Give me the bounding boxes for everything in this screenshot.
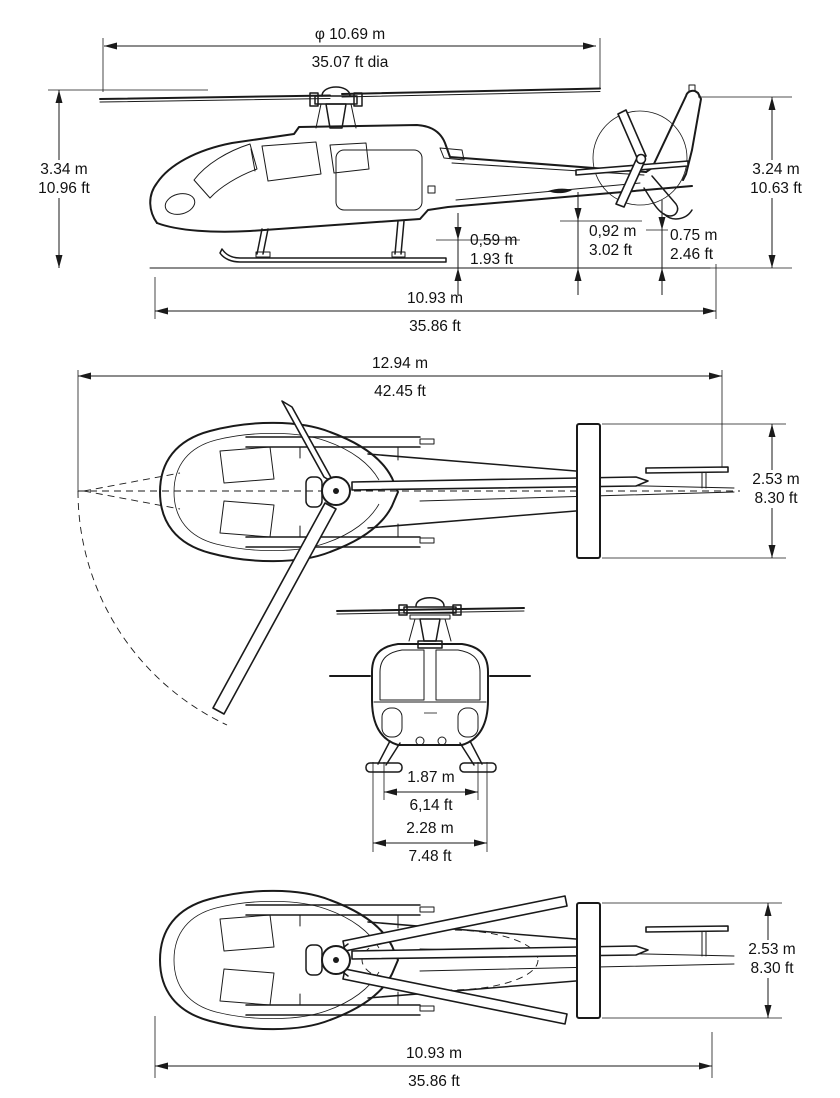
- dim-imperial: 10.96 ft: [38, 180, 90, 197]
- side-view-drawing: [48, 38, 792, 319]
- main-rotor-head: [309, 86, 363, 129]
- dim-stabilizer-span-top: 2.53 m 8.30 ft: [742, 470, 810, 508]
- rotor-sweep-arc: [77, 490, 228, 726]
- dim-metric: φ 10.69 m: [314, 26, 386, 43]
- dim-rotor-diameter: φ 10.69 m 35.07 ft dia: [270, 25, 430, 72]
- dim-clearance-boom: 0,92 m 3.02 ft: [589, 222, 636, 260]
- dim-imperial: 6,14 ft: [409, 797, 453, 814]
- dim-imperial: 10.63 ft: [750, 180, 802, 197]
- bottom-skids: [245, 904, 435, 1016]
- tail-rotor-disc: [592, 110, 688, 206]
- dim-tail-height: 3.24 m 10.63 ft: [732, 160, 820, 198]
- main-rotor-blades: [99, 87, 601, 103]
- dim-metric: 1.87 m: [407, 769, 455, 786]
- dim-overall-length-lines: [77, 370, 723, 492]
- tail-rotor-blade: [617, 109, 647, 161]
- dim-clearance-fuselage: 0,59 m 1.93 ft: [470, 231, 517, 269]
- dim-rotor-diameter-lines: [102, 38, 601, 92]
- tail-group: [575, 84, 702, 220]
- side-dim-lines: [48, 89, 792, 319]
- front-windows: [373, 649, 487, 738]
- bottom-fuselage: [159, 889, 735, 1031]
- tail-rotor-hub: [635, 153, 647, 165]
- bottom-rotor-blades: [339, 895, 649, 1025]
- top-fuselage: [159, 421, 735, 563]
- dim-fuselage-length-side: 10.93 m 35.86 ft: [335, 289, 535, 336]
- front-rotor: [336, 597, 525, 649]
- dim-clearance-tail: 0.75 m 2.46 ft: [668, 226, 720, 264]
- front-fuselage: [371, 643, 489, 746]
- dim-metric: 2.28 m: [406, 820, 454, 837]
- dim-metric: 0,59 m: [470, 232, 518, 249]
- dim-overall-height: 3.34 m 10.96 ft: [20, 160, 108, 198]
- dim-imperial: 7.48 ft: [408, 848, 452, 865]
- top-tail-rotor: [645, 466, 729, 489]
- bottom-tail-rotor: [645, 925, 729, 957]
- nose-window: [164, 193, 196, 215]
- side-fuselage: [149, 124, 693, 233]
- dim-length-bottom-lines: [154, 1016, 713, 1078]
- stabilizer-plan: [576, 902, 601, 1019]
- cabin-door: [335, 149, 423, 211]
- dim-imperial: 3.02 ft: [589, 242, 633, 259]
- dim-overall-width: 2.28 m 7.48 ft: [380, 819, 480, 866]
- dim-metric: 0.75 m: [670, 227, 718, 244]
- top-rotor-blades: [212, 400, 649, 715]
- dim-metric: 3.24 m: [752, 161, 800, 178]
- dim-imperial: 35.07 ft dia: [311, 54, 389, 71]
- ventral-fin: [643, 175, 679, 217]
- side-skids: [219, 220, 447, 263]
- front-skids: [365, 736, 497, 773]
- dim-metric: 2.53 m: [748, 941, 796, 958]
- front-dim-lines: [372, 762, 488, 852]
- stabilizer-plan: [576, 423, 601, 559]
- dim-imperial: 35.86 ft: [409, 318, 461, 335]
- dim-imperial: 42.45 ft: [374, 383, 426, 400]
- dim-metric: 0,92 m: [589, 223, 637, 240]
- windshield: [193, 143, 258, 199]
- dim-imperial: 2.46 ft: [670, 246, 714, 263]
- dim-metric: 10.93 m: [405, 1045, 462, 1062]
- dim-metric: 3.34 m: [40, 161, 88, 178]
- dim-metric: 12.94 m: [371, 355, 428, 372]
- dim-metric: 2.53 m: [752, 471, 800, 488]
- dim-fuselage-length-bottom: 10.93 m 35.86 ft: [334, 1044, 534, 1091]
- dim-stabilizer-span-bottom: 2.53 m 8.30 ft: [738, 940, 806, 978]
- top-view-drawing: [77, 370, 786, 726]
- dim-imperial: 1.93 ft: [470, 251, 514, 268]
- front-view-drawing: [329, 597, 531, 852]
- tail-bumper: [663, 209, 693, 220]
- top-skids: [245, 436, 435, 548]
- dim-metric: 10.93 m: [406, 290, 463, 307]
- dim-imperial: 8.30 ft: [750, 960, 794, 977]
- dim-skid-track: 1.87 m 6,14 ft: [381, 768, 481, 815]
- dim-imperial: 35.86 ft: [408, 1073, 460, 1090]
- dim-imperial: 8.30 ft: [754, 490, 798, 507]
- bottom-view-drawing: [154, 889, 782, 1078]
- dim-overall-length: 12.94 m 42.45 ft: [300, 354, 500, 401]
